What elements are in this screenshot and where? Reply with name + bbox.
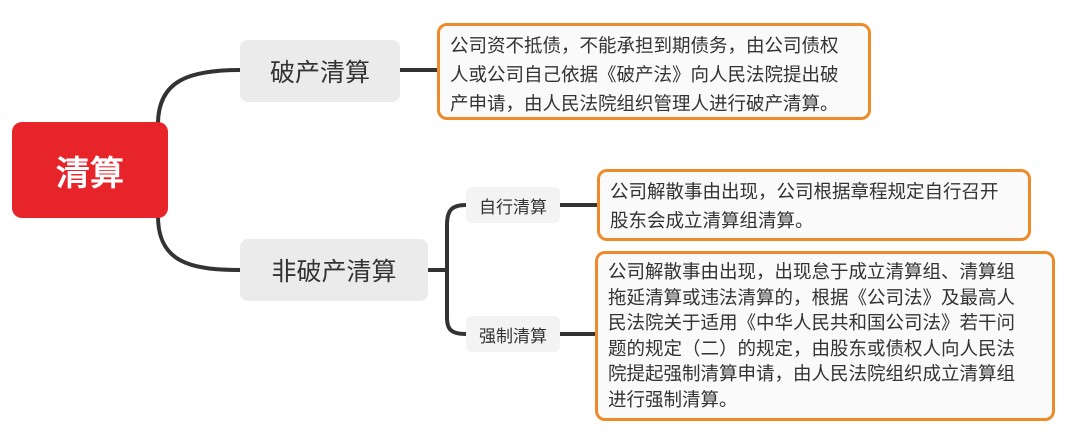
note-compulsory: 公司解散事由出现，出现怠于成立清算组、清算组 拖延清算或违法清算的，根据《公司法… <box>595 251 1055 421</box>
link-split-compulsory <box>445 268 468 336</box>
note-line: 产申请，由人民法院组织管理人进行破产清算。 <box>450 94 839 115</box>
node-bankruptcy[interactable]: 破产清算 <box>240 40 400 102</box>
note-line: 公司解散事由出现，出现怠于成立清算组、清算组 <box>608 262 1016 283</box>
node-label: 强制清算 <box>479 326 547 347</box>
note-line: 公司资不抵债，不能承担到期债务，由公司债权 <box>450 36 839 57</box>
note-line: 进行强制清算。 <box>608 389 738 411</box>
link-root-bankruptcy <box>156 68 242 126</box>
link-root-nonbankruptcy <box>156 214 242 272</box>
link-split-voluntary <box>445 203 468 272</box>
note-line: 拖延清算或违法清算的，根据《公司法》及最高人 <box>608 287 1016 309</box>
node-label: 自行清算 <box>479 197 547 218</box>
root-label: 清算 <box>56 153 124 194</box>
node-voluntary[interactable]: 自行清算 <box>466 187 560 223</box>
node-compulsory[interactable]: 强制清算 <box>466 316 560 352</box>
node-non-bankruptcy[interactable]: 非破产清算 <box>240 239 428 301</box>
node-label: 破产清算 <box>269 58 370 87</box>
note-line: 股东会成立清算组清算。 <box>610 211 814 232</box>
note-line: 民法院关于适用《中华人民共和国公司法》若干问 <box>608 313 1016 334</box>
note-line: 题的规定（二）的规定，由股东或债权人向人民法 <box>608 338 1016 360</box>
note-bankruptcy: 公司资不抵债，不能承担到期债务，由公司债权 人或公司自己依据《破产法》向人民法院… <box>437 23 871 120</box>
note-line: 公司解散事由出现，公司根据章程规定自行召开 <box>610 182 999 203</box>
root-node[interactable]: 清算 <box>12 122 168 218</box>
node-label: 非破产清算 <box>271 257 397 286</box>
note-voluntary: 公司解散事由出现，公司根据章程规定自行召开 股东会成立清算组清算。 <box>597 169 1031 241</box>
note-line: 院提起强制清算申请，由人民法院组织成立清算组 <box>608 364 1016 385</box>
note-line: 人或公司自己依据《破产法》向人民法院提出破 <box>450 65 839 86</box>
